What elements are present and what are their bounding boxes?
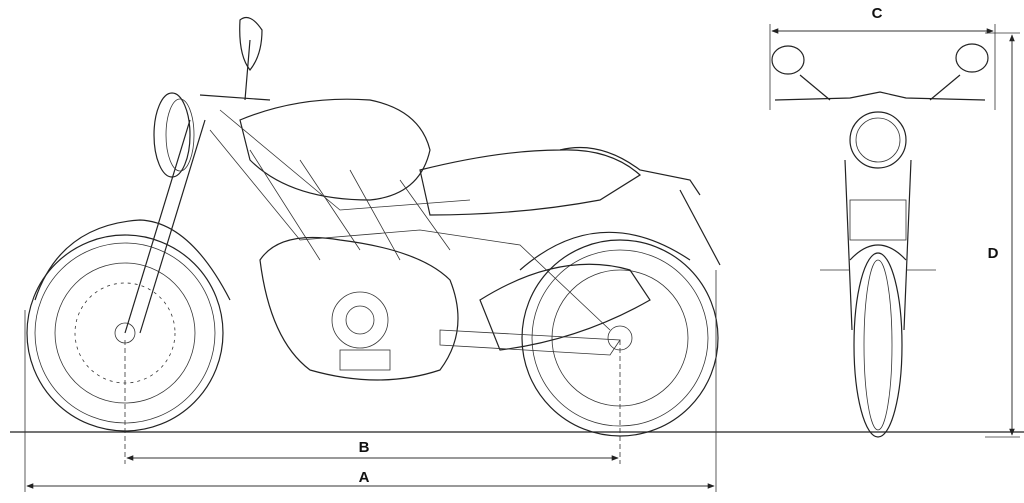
swingarm [439, 329, 621, 356]
license-bracket [679, 189, 721, 266]
dimension-D: D [985, 32, 1020, 438]
dimension-label-c: C [872, 5, 883, 22]
left-mirror [771, 45, 805, 75]
engine [259, 236, 459, 381]
front-view [771, 43, 989, 438]
dimension-label-a: A [359, 469, 370, 486]
dimension-label-b: B [359, 439, 370, 456]
dimension-B: B [124, 340, 621, 464]
exhaust [479, 263, 651, 351]
right-mirror [955, 43, 989, 73]
seat [419, 149, 641, 216]
dimension-C: C [769, 5, 996, 110]
side-view [26, 17, 721, 437]
rear-wheel [519, 231, 719, 437]
front-handlebar [774, 91, 986, 101]
mirror [239, 17, 263, 101]
headlight [153, 92, 195, 178]
fuel-tank [239, 98, 431, 201]
dimension-label-d: D [988, 245, 999, 262]
frame [209, 109, 611, 331]
fork [124, 119, 206, 334]
tail-section [559, 146, 701, 196]
handlebar [199, 94, 271, 101]
front-headlight [849, 111, 907, 169]
front-wheel [26, 219, 231, 432]
dimension-A: A [24, 270, 717, 492]
